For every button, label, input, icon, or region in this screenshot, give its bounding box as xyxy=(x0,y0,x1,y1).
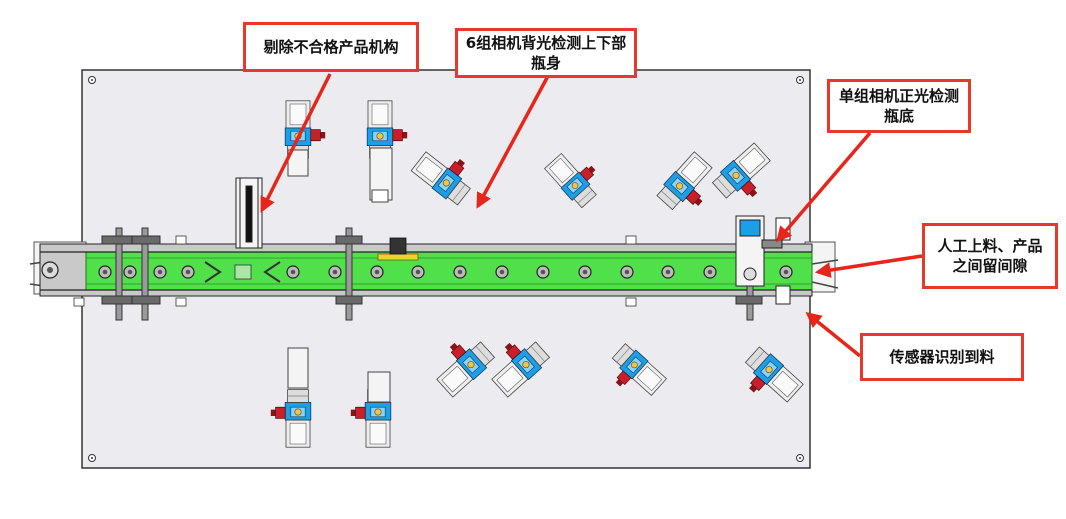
callout-backlight-inspection: 6组相机背光检测上下部瓶身 xyxy=(455,28,637,78)
callout-manual-loading: 人工上料、产品之间留间隙 xyxy=(922,223,1058,289)
clamp-stand-2 xyxy=(131,227,161,321)
clamp-stand-3 xyxy=(335,227,363,321)
callout-sensor-detect: 传感器识别到料 xyxy=(860,333,1024,381)
arrow-frontlight xyxy=(775,131,872,243)
arrow-backlight xyxy=(476,75,550,209)
reject-mechanism xyxy=(235,177,263,249)
callout-frontlight-inspection: 单组相机正光检测瓶底 xyxy=(827,79,971,133)
sensor-block xyxy=(377,237,419,261)
arrow-sensor xyxy=(805,312,862,358)
arrow-reject xyxy=(260,73,332,213)
callout-reject-mechanism: 剔除不合格产品机构 xyxy=(243,22,419,72)
arrow-manual xyxy=(814,254,923,278)
